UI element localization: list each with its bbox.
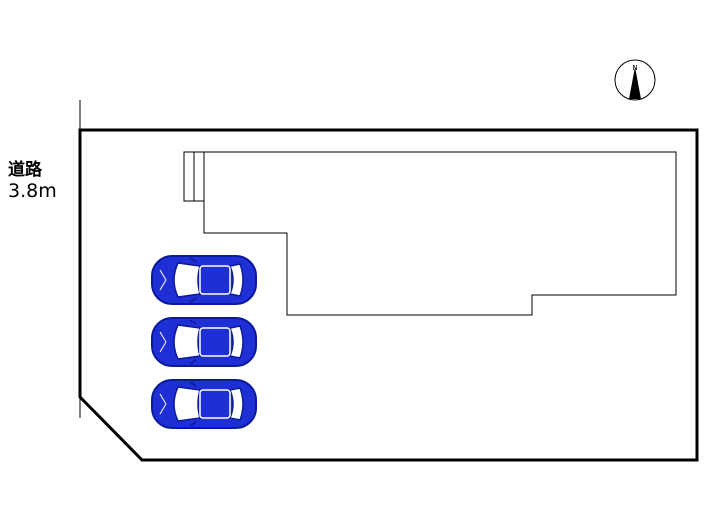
road-label: 道路 3.8m bbox=[8, 160, 57, 202]
car-icon bbox=[151, 317, 257, 367]
car-icon bbox=[151, 255, 257, 305]
car-icon bbox=[151, 379, 257, 429]
road-width: 3.8m bbox=[8, 180, 57, 202]
entrance-steps bbox=[183, 151, 205, 202]
north-arrow-icon: N bbox=[614, 59, 656, 101]
building-footprint bbox=[203, 151, 677, 316]
compass-north-label: N bbox=[632, 64, 637, 72]
lot-boundary bbox=[78, 128, 699, 462]
road-name: 道路 bbox=[8, 160, 42, 180]
parking-spaces bbox=[151, 255, 257, 429]
